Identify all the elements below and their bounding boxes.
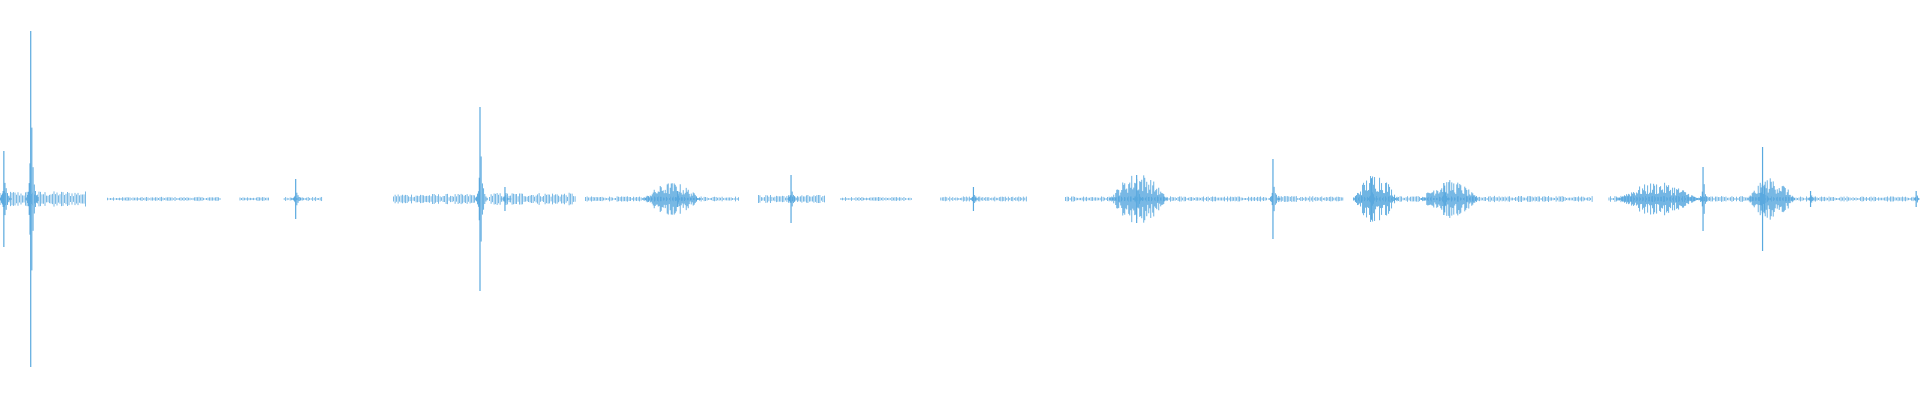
waveform-canvas [0, 31, 1920, 367]
audio-waveform [0, 31, 1920, 367]
